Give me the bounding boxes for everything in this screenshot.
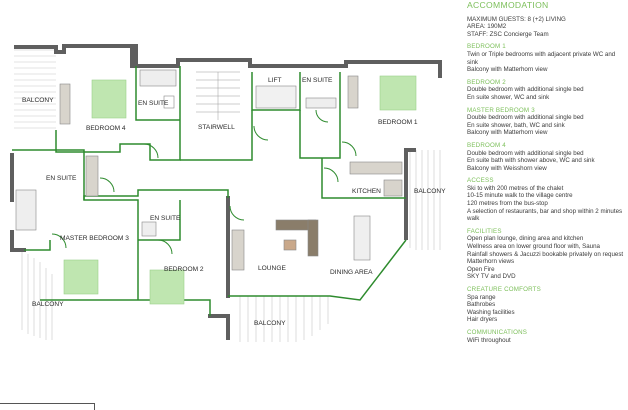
label-ensuite-b2: EN SUITE xyxy=(150,215,181,222)
section-line: 10-15 minute walk to the village centre xyxy=(467,192,573,200)
room-labels: BALCONY BEDROOM 4 EN SUITE STAIRWELL LIF… xyxy=(22,77,446,327)
stairs xyxy=(196,71,240,120)
cabinet-bedroom1 xyxy=(347,75,359,109)
section-bedroom4: BEDROOM 4 Double bedroom with additional… xyxy=(467,142,625,172)
bottom-frame xyxy=(0,403,95,410)
dining-table xyxy=(353,215,371,261)
section-line: Open plan lounge, dining area and kitche… xyxy=(467,235,584,243)
section-heading: FACILITIES xyxy=(467,227,502,235)
section-line: A selection of restaurants, bar and shop… xyxy=(467,207,623,223)
label-bedroom4: BEDROOM 4 xyxy=(86,125,126,132)
cabinet-bedroom4 xyxy=(59,83,71,125)
section-line: 120 metres from the bus-stop xyxy=(467,200,548,208)
label-bedroom2: BEDROOM 2 xyxy=(164,266,204,273)
section-line: Bathrobes xyxy=(467,301,496,309)
doors xyxy=(51,109,357,255)
section-heading: BEDROOM 2 xyxy=(467,78,506,86)
balcony-hatching xyxy=(14,49,441,342)
section-heading: MASTER BEDROOM 3 xyxy=(467,106,535,114)
section-line: Open Fire xyxy=(467,265,495,273)
bath-bedroom4 xyxy=(139,69,177,87)
bed-bedroom2 xyxy=(149,269,185,305)
label-lounge: LOUNGE xyxy=(258,265,286,272)
section-facilities: FACILITIES Open plan lounge, dining area… xyxy=(467,228,625,281)
section-line: Washing facilities xyxy=(467,308,515,316)
section-line: Double bedroom with additional single be… xyxy=(467,114,584,122)
beds xyxy=(63,75,417,305)
label-master3: MASTER BEDROOM 3 xyxy=(60,235,129,242)
section-line: Balcony with Weisshorn view xyxy=(467,164,547,172)
section-master-bedroom3: MASTER BEDROOM 3 Double bedroom with add… xyxy=(467,107,625,137)
section-heading: ACCESS xyxy=(467,177,494,185)
lift-shaft xyxy=(255,85,297,109)
kitchen-counter xyxy=(349,161,403,175)
section-line: Balcony with Matterhorn view xyxy=(467,129,548,137)
section-line: Double bedroom with additional single be… xyxy=(467,86,584,94)
label-bedroom1: BEDROOM 1 xyxy=(378,119,418,126)
section-line: En suite shower, WC and sink xyxy=(467,93,550,101)
meta-line: MAXIMUM GUESTS: 8 (+2) LIVING xyxy=(467,15,566,23)
meta-line: STAFF: ZSC Concierge Team xyxy=(467,30,549,38)
section-line: Rainfall showers & Jacuzzi bookable priv… xyxy=(467,250,624,258)
info-panel: ACCOMMODATION MAXIMUM GUESTS: 8 (+2) LIV… xyxy=(467,0,625,344)
cabinet-master xyxy=(85,155,99,197)
section-line: Twin or Triple bedrooms with adjacent pr… xyxy=(467,50,616,66)
label-balcony-tl: BALCONY xyxy=(22,97,54,104)
section-bedroom2: BEDROOM 2 Double bedroom with additional… xyxy=(467,79,625,102)
section-line: Double bedroom with additional single be… xyxy=(467,149,584,157)
section-heading: CREATURE COMFORTS xyxy=(467,286,541,293)
accommodation-title: ACCOMMODATION xyxy=(467,0,549,10)
meta-list: MAXIMUM GUESTS: 8 (+2) LIVING AREA: 190M… xyxy=(467,16,625,39)
section-line: WiFi throughout xyxy=(467,336,511,344)
label-dining: DINING AREA xyxy=(330,269,373,276)
section-line: Hair dryers xyxy=(467,316,498,324)
section-line: En suite shower, bath, WC and sink xyxy=(467,121,565,129)
section-line: SKY TV and DVD xyxy=(467,273,516,281)
label-kitchen: KITCHEN xyxy=(352,188,381,195)
section-line: En suite bath with shower above, WC and … xyxy=(467,157,595,165)
label-balcony-bl: BALCONY xyxy=(32,301,64,308)
floor-plan: BALCONY BEDROOM 4 EN SUITE STAIRWELL LIF… xyxy=(10,44,446,342)
section-line: Ski to with 200 metres of the chalet xyxy=(467,184,564,192)
label-balcony-r: BALCONY xyxy=(414,188,446,195)
bed-bedroom1 xyxy=(379,75,417,111)
label-ensuite-b3: EN SUITE xyxy=(46,175,77,182)
label-balcony-b: BALCONY xyxy=(254,320,286,327)
label-ensuite-b4: EN SUITE xyxy=(138,100,169,107)
bath-master xyxy=(15,189,37,231)
bed-bedroom4 xyxy=(91,79,127,119)
section-access: ACCESS Ski to with 200 metres of the cha… xyxy=(467,177,625,223)
shower-bedroom1 xyxy=(305,97,337,109)
section-creature-comforts: CREATURE COMFORTS Spa range Bathrobes Wa… xyxy=(467,286,625,324)
section-heading: BEDROOM 4 xyxy=(467,141,506,149)
section-line: Spa range xyxy=(467,293,496,301)
section-line: Wellness area on lower ground floor with… xyxy=(467,243,600,251)
bed-master3 xyxy=(63,259,99,295)
section-line: Matterhorn views xyxy=(467,258,515,266)
meta-line: AREA: 190M2 xyxy=(467,23,507,31)
interior-walls xyxy=(12,66,407,316)
section-line: Balcony with Matterhorn view xyxy=(467,66,548,74)
label-ensuite-b1: EN SUITE xyxy=(302,77,333,84)
fireplace xyxy=(231,229,245,271)
sofa-2 xyxy=(307,219,319,257)
furniture xyxy=(15,69,403,271)
kitchen-counter-2 xyxy=(383,179,403,197)
section-communications: COMMUNICATIONS WiFi throughout xyxy=(467,329,625,344)
shower-ensuite-b2 xyxy=(141,221,157,237)
label-stairwell: STAIRWELL xyxy=(198,124,235,131)
section-heading: COMMUNICATIONS xyxy=(467,328,528,336)
wc-b4 xyxy=(163,95,175,109)
outer-walls xyxy=(10,44,442,340)
label-lift: LIFT xyxy=(268,77,282,84)
section-bedroom1: BEDROOM 1 Twin or Triple bedrooms with a… xyxy=(467,43,625,73)
section-heading: BEDROOM 1 xyxy=(467,43,506,51)
coffee-table xyxy=(283,239,297,251)
